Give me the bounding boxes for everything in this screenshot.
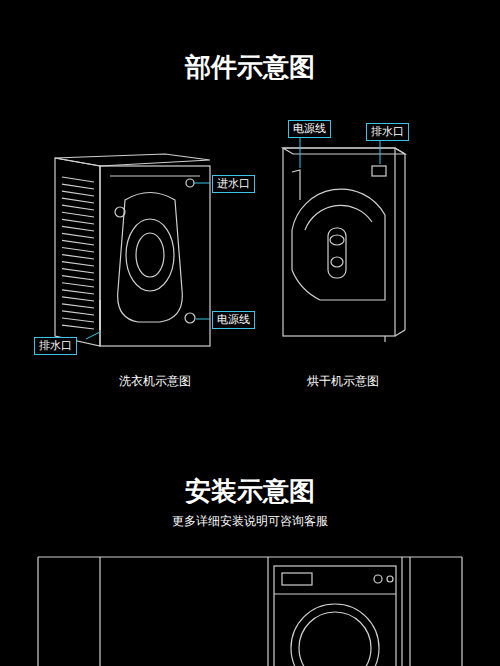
vent-slots bbox=[62, 177, 94, 329]
washer-drum-back bbox=[126, 219, 174, 291]
vent-slot bbox=[62, 325, 94, 329]
washer-top bbox=[55, 154, 210, 166]
dryer-drum bbox=[292, 189, 385, 300]
leader-line bbox=[193, 183, 210, 184]
vent-slot bbox=[62, 290, 94, 294]
vent-slot bbox=[62, 233, 94, 238]
dryer-panel-line bbox=[274, 593, 396, 594]
power-cord bbox=[292, 170, 300, 200]
callout-box: 电源线 bbox=[212, 311, 255, 329]
vent-slot bbox=[62, 184, 94, 189]
vent-slot bbox=[62, 283, 94, 287]
section-title: 安装示意图 bbox=[0, 474, 500, 509]
subtitle-text: 更多详细安装说明可咨询客服 bbox=[0, 513, 500, 530]
callout-box: 进水口 bbox=[212, 175, 255, 193]
cabinet-divider bbox=[409, 557, 410, 666]
dryer-edge bbox=[395, 330, 405, 336]
dryer-door-glass bbox=[299, 612, 371, 666]
callout-label: 电源线 bbox=[217, 313, 250, 327]
vent-slot bbox=[62, 262, 94, 266]
install-drawing bbox=[38, 557, 462, 666]
stacked-dryer bbox=[274, 566, 396, 666]
washer-panel bbox=[118, 193, 183, 323]
cabinet-divider bbox=[401, 557, 402, 666]
dryer-foot bbox=[384, 336, 385, 342]
dryer-knob bbox=[374, 575, 382, 583]
cabinet-top bbox=[38, 556, 462, 557]
dryer-duct-hole bbox=[330, 235, 344, 245]
vent-slot bbox=[62, 198, 94, 203]
callout-label: 排水口 bbox=[39, 339, 72, 353]
vent-slot bbox=[62, 255, 94, 259]
vent-slot bbox=[62, 297, 94, 301]
dryer-edge bbox=[395, 148, 405, 154]
leader-lines bbox=[86, 138, 380, 339]
vent-slot bbox=[62, 304, 94, 308]
callout-label: 进水口 bbox=[217, 177, 250, 191]
callout-box: 电源线 bbox=[288, 120, 331, 138]
power-socket bbox=[185, 313, 195, 323]
dryer-drum-rim bbox=[305, 205, 372, 230]
inlet-fitting bbox=[115, 207, 125, 217]
washer-rail bbox=[110, 175, 200, 176]
callout-box: 排水口 bbox=[366, 123, 409, 141]
washer-drawing bbox=[55, 154, 210, 346]
section-title: 部件示意图 bbox=[0, 50, 500, 85]
callout-label: 电源线 bbox=[293, 122, 326, 136]
vent-slot bbox=[62, 240, 94, 245]
cabinet-side bbox=[461, 557, 462, 666]
vent-slot bbox=[62, 212, 94, 217]
vent-slot bbox=[62, 318, 94, 322]
dryer-edge bbox=[404, 154, 405, 330]
dryer-display bbox=[282, 573, 312, 585]
dryer-body bbox=[283, 148, 395, 336]
dryer-door bbox=[291, 604, 379, 666]
vent-slot bbox=[62, 276, 94, 280]
vent-slot bbox=[62, 219, 94, 224]
callout-label: 排水口 bbox=[371, 125, 404, 139]
leader-line bbox=[380, 140, 381, 164]
callout-box: 排水口 bbox=[34, 337, 77, 355]
cabinet-divider bbox=[99, 557, 100, 666]
washer-side bbox=[55, 158, 100, 346]
dryer-top bbox=[283, 148, 405, 154]
washer-hub bbox=[136, 233, 164, 277]
dryer-drawing bbox=[283, 148, 405, 342]
vent-slot bbox=[62, 248, 94, 253]
washer-back bbox=[100, 166, 210, 346]
cabinet-divider bbox=[267, 557, 268, 666]
leader-line bbox=[86, 332, 100, 339]
dryer-drain bbox=[372, 166, 386, 176]
vent-slot bbox=[62, 311, 94, 315]
leader-line bbox=[300, 138, 301, 168]
inlet-valve bbox=[186, 179, 194, 187]
drain-hose bbox=[99, 300, 101, 330]
vent-slot bbox=[62, 205, 94, 210]
dryer-duct bbox=[328, 228, 346, 278]
vent-slot bbox=[62, 226, 94, 231]
dryer-duct-hole bbox=[331, 257, 343, 267]
caption-text: 烘干机示意图 bbox=[250, 373, 435, 390]
leader-line bbox=[196, 319, 210, 320]
vent-slot bbox=[62, 177, 94, 182]
dryer-knob bbox=[387, 576, 393, 582]
caption-text: 洗衣机示意图 bbox=[60, 373, 250, 390]
cabinet-side bbox=[37, 557, 38, 666]
vent-slot bbox=[62, 191, 94, 196]
vent-slot bbox=[62, 269, 94, 273]
